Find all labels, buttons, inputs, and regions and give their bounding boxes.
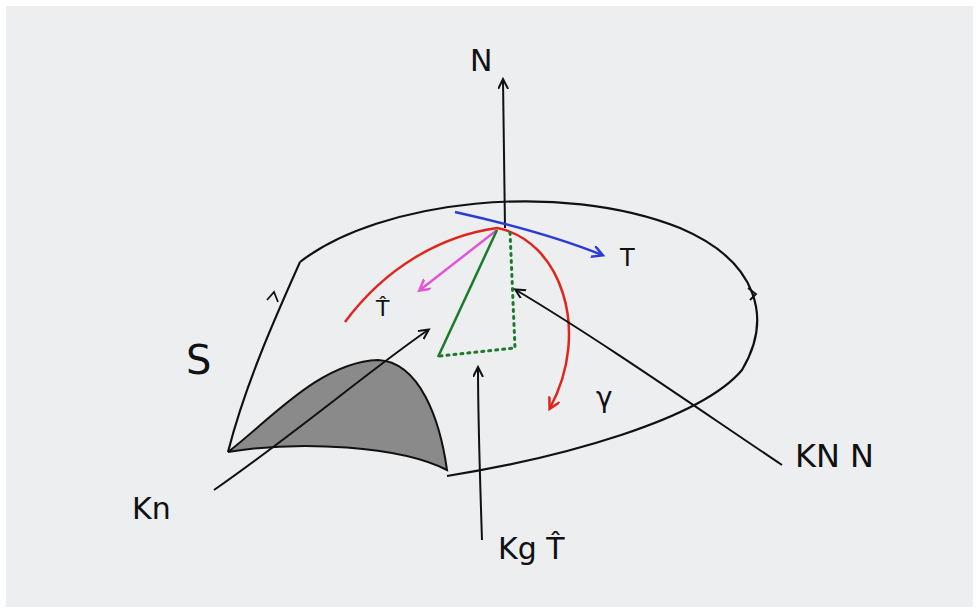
curve-gamma xyxy=(345,228,569,408)
math-label: S xyxy=(186,340,211,380)
paper xyxy=(6,6,973,607)
math-label: Kn xyxy=(132,494,171,524)
curvature-vector xyxy=(438,230,497,357)
math-label: γ xyxy=(596,384,613,412)
edge-tick xyxy=(267,292,278,302)
unit-tangent-normal xyxy=(420,230,497,290)
leader-line xyxy=(214,330,428,490)
normal-vector xyxy=(503,80,505,228)
leader-line xyxy=(478,368,482,540)
math-label: Kg T̂ xyxy=(498,534,565,564)
leader-line xyxy=(516,290,782,465)
surface-fold xyxy=(228,360,447,470)
tangent-vector xyxy=(455,212,602,255)
math-label: T xyxy=(620,246,635,270)
surface-edge xyxy=(228,262,300,452)
math-label: T̂ xyxy=(376,298,389,320)
surface-outline xyxy=(300,201,757,476)
math-label: KN N xyxy=(795,440,874,472)
edge-tick xyxy=(748,288,756,300)
component-lines xyxy=(440,232,515,356)
math-label: N xyxy=(470,46,492,76)
